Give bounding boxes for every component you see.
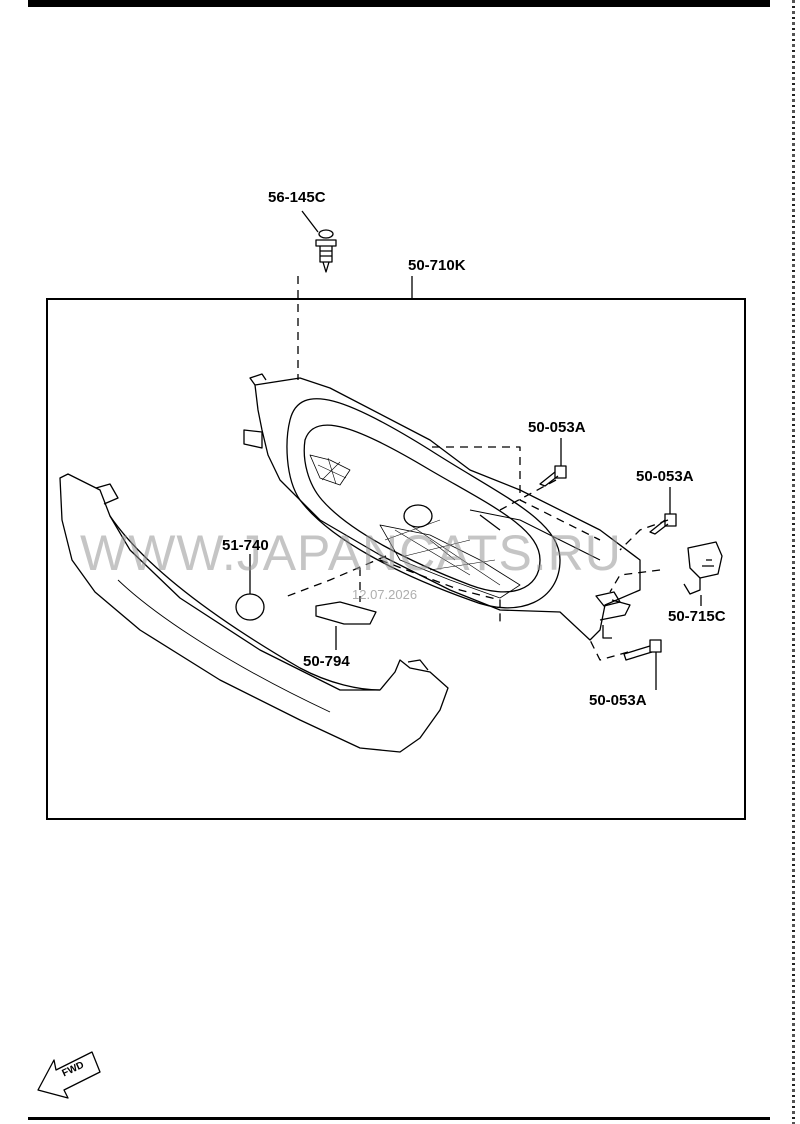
bumper-panel-drawing (59, 473, 449, 753)
label-pad-50-794: 50-794 (303, 653, 350, 670)
top-rule (28, 0, 770, 7)
label-screw-lower: 50-053A (589, 692, 647, 709)
label-screw-upper-center: 50-053A (528, 419, 586, 436)
scan-edge (792, 0, 795, 1124)
emblem-drawing (235, 554, 265, 621)
bolt-56-145c-drawing (301, 210, 337, 273)
screw-lower-drawing (623, 639, 662, 690)
screw-upper-center-drawing (539, 438, 567, 487)
label-grille-50-710k: 50-710K (408, 257, 466, 274)
label-screw-upper-right: 50-053A (636, 468, 694, 485)
watermark-date: 12.07.2026 (352, 587, 418, 602)
grille-drawing (243, 373, 641, 641)
label-bracket-50-715c: 50-715C (668, 608, 726, 625)
screw-upper-right-drawing (649, 487, 677, 535)
watermark-site: WWW.JAPANCATS.RU (80, 525, 622, 581)
label-emblem-51-740: 51-740 (222, 537, 269, 554)
label-bolt-56-145c: 56-145C (268, 189, 326, 206)
assembly-frame (46, 298, 746, 820)
dash-lines (284, 446, 669, 661)
fwd-arrow-drawing (37, 1051, 101, 1099)
pad-drawing (315, 601, 377, 650)
bottom-rule (28, 1117, 770, 1120)
bracket-drawing (683, 541, 723, 606)
